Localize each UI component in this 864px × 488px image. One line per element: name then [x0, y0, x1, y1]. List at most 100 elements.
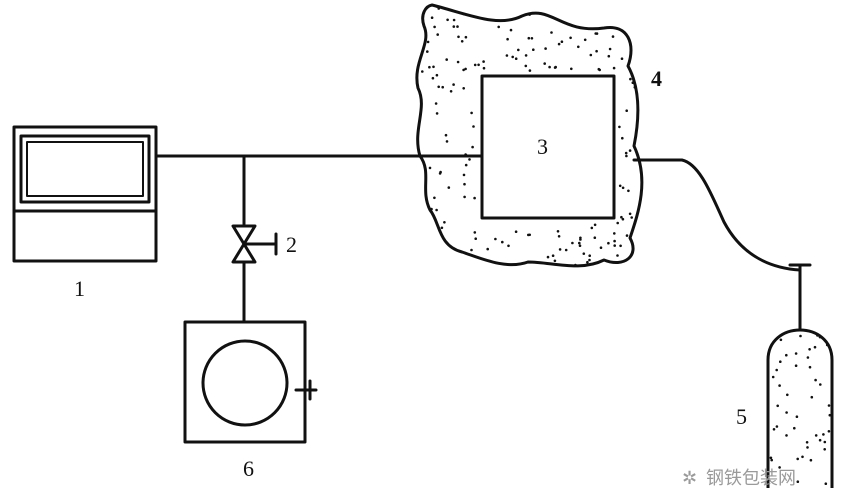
texture-dot [460, 40, 464, 43]
texture-dot [778, 384, 781, 387]
texture-dot [629, 77, 632, 81]
texture-dot [550, 31, 553, 34]
texture-dot [463, 182, 466, 186]
texture-dot [588, 258, 591, 262]
texture-dot [806, 356, 810, 359]
texture-dot [426, 40, 430, 44]
texture-dot [477, 63, 480, 67]
texture-dot [779, 360, 782, 364]
texture-dot [794, 352, 798, 355]
texture-dot [607, 54, 611, 58]
texture-dot [590, 226, 594, 230]
texture-dot [462, 12, 465, 16]
texture-dot [514, 57, 518, 60]
texture-dot [445, 58, 449, 61]
texture-dot [438, 172, 442, 175]
texture-dot [816, 334, 819, 337]
texture-dot [528, 69, 532, 72]
texture-dot [627, 189, 630, 193]
texture-dot [524, 54, 528, 57]
texture-dot [463, 195, 466, 199]
texture-dot [786, 393, 789, 397]
texture-dot [517, 48, 520, 52]
texture-dot [486, 247, 490, 251]
texture-dot [785, 411, 788, 414]
insulation-texture [421, 5, 637, 267]
texture-dot [625, 154, 628, 158]
texture-dot [462, 68, 465, 72]
texture-dot [796, 480, 800, 484]
texture-dot [468, 158, 471, 161]
texture-dot [482, 66, 486, 70]
texture-dot [435, 73, 439, 77]
monitor-unit [12, 125, 158, 263]
texture-dot [775, 425, 779, 428]
texture-dot [618, 184, 622, 188]
texture-dot [464, 35, 468, 39]
valve [231, 224, 278, 264]
monitor-screen-bezel [19, 134, 151, 204]
texture-dot [801, 455, 804, 459]
texture-dot [613, 239, 616, 243]
valve-body-bottom [231, 242, 257, 264]
texture-dot [452, 18, 456, 22]
texture-dot [430, 207, 433, 211]
texture-dot [814, 434, 818, 437]
texture-dot [546, 255, 550, 259]
texture-dot [528, 13, 531, 16]
texture-dot [625, 109, 628, 112]
texture-dot [578, 241, 581, 245]
texture-dot [445, 140, 449, 143]
texture-dot [775, 368, 778, 372]
texture-dot [569, 36, 572, 40]
texture-dot [796, 457, 799, 461]
texture-dot [433, 196, 436, 200]
texture-dot [452, 83, 455, 86]
texture-dot [457, 35, 460, 39]
texture-dot [613, 232, 616, 235]
texture-dot [633, 86, 637, 89]
texture-dot [628, 149, 632, 152]
texture-dot [570, 67, 573, 71]
gas-cylinder [766, 263, 834, 488]
texture-dot [462, 173, 466, 177]
texture-dot [543, 62, 546, 65]
vacuum-pump [183, 320, 318, 444]
texture-dot [770, 458, 773, 462]
texture-dot [822, 433, 825, 436]
texture-dot [612, 66, 616, 70]
texture-dot [473, 231, 477, 234]
watermark: ✲ 钢铁包装网 [682, 468, 796, 488]
texture-dot [597, 67, 601, 71]
texture-dot [440, 226, 444, 230]
texture-dot [818, 438, 822, 442]
texture-dot [505, 54, 509, 57]
texture-dot [473, 63, 477, 67]
insulation-outline [415, 3, 644, 268]
texture-dot [805, 441, 809, 444]
texture-dot [464, 67, 467, 71]
texture-dot [809, 458, 813, 462]
texture-dot [557, 42, 561, 46]
texture-dot [426, 50, 429, 53]
texture-dot [595, 32, 599, 35]
texture-dot [776, 404, 779, 408]
texture-dot [827, 404, 831, 407]
texture-dot [470, 111, 473, 115]
texture-dot [578, 244, 582, 247]
texture-dot [557, 235, 561, 238]
texture-dot [799, 334, 802, 338]
label-valve: 2 [286, 232, 297, 257]
texture-dot [583, 38, 587, 42]
label-insulation: 4 [651, 66, 662, 91]
texture-dot [813, 345, 817, 349]
texture-dot [794, 364, 798, 368]
texture-dot [444, 133, 448, 137]
texture-dot [621, 136, 624, 140]
texture-dot [771, 375, 775, 379]
texture-dot [464, 163, 468, 167]
test-chamber [480, 74, 616, 220]
texture-dot [818, 335, 822, 339]
texture-dot [814, 378, 817, 382]
texture-dot [828, 413, 832, 417]
